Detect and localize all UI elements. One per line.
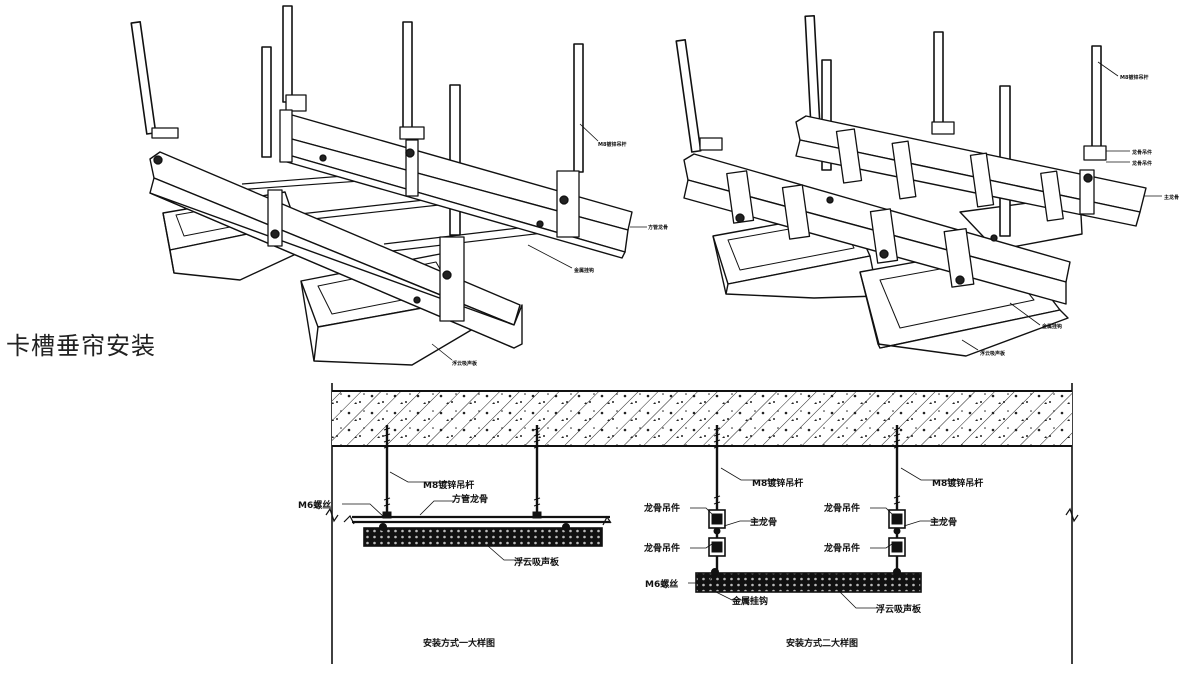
section-left-panel-label: 浮云吸声板 xyxy=(514,556,560,568)
iso-right-clip-label: 金属挂钩 xyxy=(1041,323,1062,330)
section-left-channel-label: 方管龙骨 xyxy=(452,493,488,505)
section-mid-clip-label: 金属挂钩 xyxy=(731,595,768,607)
iso-left-brackets xyxy=(151,94,580,322)
section-mid-hanger-bottom-label: 龙骨吊件 xyxy=(643,542,680,554)
section-drawing xyxy=(325,383,1079,664)
iso-right-rod-label: M8镀锌吊杆 xyxy=(1120,74,1148,81)
section-mid-caption: 安装方式二大样图 xyxy=(786,637,858,649)
iso-left-clip-label: 金属挂钩 xyxy=(573,267,594,274)
iso-right-hanger2-label: 龙骨吊件 xyxy=(1131,160,1152,167)
section-mid-screw-label: M6螺丝 xyxy=(645,578,678,590)
iso-right-panel-label: 浮云吸声板 xyxy=(980,350,1006,357)
section-mid-rod-label: M8镀锌吊杆 xyxy=(752,477,803,489)
iso-left-channel-label: 方管龙骨 xyxy=(648,224,668,231)
section-right-detail xyxy=(870,425,957,572)
iso-right-leaders xyxy=(961,61,1162,351)
section-right-hanger-top-label: 龙骨吊件 xyxy=(823,502,860,514)
iso-left-channel-front xyxy=(149,151,523,349)
page-title: 卡槽垂帘安装 xyxy=(6,332,156,360)
section-right-hanger-bottom-label: 龙骨吊件 xyxy=(823,542,860,554)
iso-right-hanger1-label: 龙骨吊件 xyxy=(1131,149,1152,156)
iso-right-main-label: 主龙骨 xyxy=(1164,194,1179,201)
concrete-slab xyxy=(332,390,1072,447)
section-right-rod-label: M8镀锌吊杆 xyxy=(932,477,983,489)
iso-left-leaders xyxy=(431,123,647,361)
section-mid-panel-label: 浮云吸声板 xyxy=(876,603,922,615)
break-marks xyxy=(325,507,1079,523)
iso-right-drawing xyxy=(675,15,1162,357)
section-left-detail xyxy=(342,425,612,561)
section-mid-hanger-top-label: 龙骨吊件 xyxy=(643,502,680,514)
iso-left-drawing xyxy=(130,5,647,366)
iso-left-panel-label: 浮云吸声板 xyxy=(452,360,478,367)
section-left-rod-label: M8镀锌吊杆 xyxy=(423,479,474,491)
section-right-main-label: 主龙骨 xyxy=(930,516,957,528)
section-left-screw-label: M6螺丝 xyxy=(298,499,331,511)
section-left-caption: 安装方式一大样图 xyxy=(423,637,495,649)
section-mid-detail xyxy=(688,425,922,609)
section-mid-main-label: 主龙骨 xyxy=(750,516,777,528)
iso-right-hangers xyxy=(699,121,1107,288)
iso-left-rod-label: M8镀锌吊杆 xyxy=(598,141,626,148)
